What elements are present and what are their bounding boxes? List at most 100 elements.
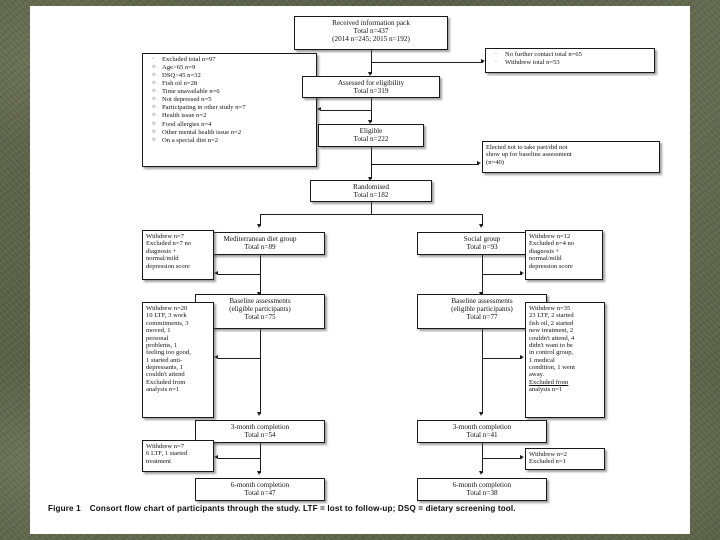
- bullet-marker: ·: [495, 51, 497, 57]
- assessed-line-1: Assessed for eligibility: [337, 79, 405, 87]
- connector-eligible-to-elected: [371, 164, 479, 165]
- bullet-marker: ·: [152, 56, 154, 62]
- list-item-label: Excluded total n=97: [162, 56, 216, 63]
- withdrew-left-1-line-5: depression score: [146, 262, 190, 270]
- withdrew-right-2-line-5: couldn't attend, 4: [529, 334, 575, 342]
- arrowhead-withdrew-right-3: [520, 455, 524, 460]
- node-social-group[interactable]: Social group Total n=93: [417, 232, 547, 255]
- list-item: ○Fish oil n=28: [152, 80, 313, 88]
- circle-marker: ○: [152, 96, 156, 103]
- three-month-right-line-2: Total n=41: [466, 431, 498, 440]
- withdrew-right-2-line-2: 23 LTF, 2 started: [529, 312, 574, 320]
- bullet-marker: ·: [495, 59, 497, 66]
- list-item: · No further contact total n=65: [495, 51, 651, 58]
- elected-line-1: Elected not to take part/did not: [486, 144, 568, 151]
- node-withdrew-left-baseline[interactable]: Withdrew n=7 Excluded n=7 no diagnosis +…: [142, 230, 214, 280]
- node-withdrew-right-3month[interactable]: Withdrew n=35 23 LTF, 2 started fish oil…: [525, 302, 605, 418]
- baseline-left-line-1: Baseline assessments: [229, 297, 291, 305]
- withdrew-left-2-line-3: commitments, 3: [146, 319, 189, 327]
- node-withdrew-left-3month[interactable]: Withdrew n=20 10 LTF, 3 work commitments…: [142, 302, 214, 418]
- circle-marker: ○: [152, 112, 156, 119]
- withdrew-left-1-line-2: Excluded n=7 no: [146, 240, 192, 248]
- node-excluded-total[interactable]: ·Excluded total n=97 ○Age>65 n=9 ○DSQ>45…: [142, 53, 317, 167]
- baseline-right-line-1: Baseline assessments: [451, 297, 513, 305]
- list-item-label: Withdrew total n=53: [505, 59, 560, 67]
- node-mediterranean-diet-group[interactable]: Mediterranean diet group Total n=89: [195, 232, 325, 255]
- baseline-right-line-2: (eligible participants): [451, 305, 513, 314]
- arrowhead-6m-right: [479, 471, 484, 475]
- withdrew-left-2-line-5: personal: [146, 334, 169, 342]
- elected-line-3: (n=40): [486, 158, 505, 166]
- node-eligible[interactable]: Eligible Total n=222: [318, 124, 424, 147]
- list-item-label: No further contact total n=65: [505, 51, 582, 58]
- eligible-line-2: Total n=222: [353, 135, 389, 144]
- consort-flow-chart: Received information pack Total n=437 (2…: [30, 6, 690, 534]
- withdrew-left-1-line-1: Withdrew n=7: [146, 233, 185, 240]
- node-received-information-pack[interactable]: Received information pack Total n=437 (2…: [294, 16, 448, 50]
- no-contact-list: · No further contact total n=65 · Withdr…: [489, 51, 651, 66]
- connector-eligible-to-randomised: [371, 147, 372, 179]
- arrowhead-withdrew-left-1: [214, 271, 218, 276]
- social-group-line-2: Total n=93: [466, 243, 498, 252]
- circle-marker: ○: [152, 120, 156, 127]
- connector-to-social-group: [482, 214, 483, 226]
- list-item-label: DSQ>45 n=32: [162, 72, 201, 80]
- node-withdrew-right-baseline[interactable]: Withdrew n=12 Excluded n=4 no diagnosis …: [525, 230, 603, 280]
- node-elected-not-to-take-part[interactable]: Elected not to take part/did not show up…: [482, 141, 660, 173]
- withdrew-right-2-line-11: Excluded from: [529, 378, 569, 386]
- node-6month-completion-left[interactable]: 6-month completion Total n=47: [195, 478, 325, 501]
- list-item: ○On a special diet n=2: [152, 137, 313, 144]
- node-baseline-assessments-left[interactable]: Baseline assessments (eligible participa…: [195, 294, 325, 329]
- list-item: ○Time unavailable n=6: [152, 88, 313, 96]
- withdrew-right-2-line-8: 1 medical: [529, 356, 555, 364]
- list-item-label: Fish oil n=28: [162, 80, 198, 88]
- withdrew-left-1-line-4: normal/mild: [146, 255, 179, 263]
- node-6month-completion-right[interactable]: 6-month completion Total n=38: [417, 478, 547, 501]
- arrowhead-randomised: [368, 177, 373, 181]
- received-line-1: Received information pack: [332, 19, 410, 27]
- list-item: ○Not depressed n=5: [152, 96, 313, 103]
- withdrew-left-2-line-11: Excluded from: [146, 378, 186, 386]
- arrowhead-assessed: [368, 72, 373, 76]
- six-month-left-line-2: Total n=47: [244, 489, 276, 498]
- arrowhead-eligible: [368, 120, 373, 124]
- list-item: ○Food allergies n=4: [152, 121, 313, 128]
- circle-marker: ○: [152, 64, 156, 71]
- connector-baselineR-to-3m: [482, 329, 483, 414]
- node-assessed-for-eligibility[interactable]: Assessed for eligibility Total n=319: [302, 76, 440, 98]
- node-withdrew-right-6month[interactable]: Withdrew n=2 Excluded n=1: [525, 448, 605, 470]
- withdrew-left-2-line-4: moved, 1: [146, 327, 171, 335]
- circle-marker: ○: [152, 136, 156, 143]
- list-item: ○Other mental health issue n=2: [152, 129, 313, 136]
- baseline-left-line-3: Total n=75: [244, 313, 276, 322]
- circle-marker: ○: [152, 72, 156, 79]
- node-3month-completion-right[interactable]: 3-month completion Total n=41: [417, 420, 547, 443]
- node-withdrew-left-6month[interactable]: Withdrew n=7 6 LTF, 1 started treatment: [142, 440, 214, 472]
- randomised-line-1: Randomised: [353, 183, 389, 191]
- connector-social-to-withdrew1: [482, 274, 522, 275]
- withdrew-left-2-line-12: analysis n=1: [146, 386, 180, 394]
- connector-to-med-group: [260, 214, 261, 226]
- withdrew-left-2-line-10: couldn't attend: [146, 371, 185, 379]
- six-month-right-line-2: Total n=38: [466, 489, 498, 498]
- elected-line-2: show up for baseline assessment: [486, 151, 572, 159]
- med-group-line-1: Mediterranean diet group: [223, 235, 297, 243]
- withdrew-left-2-line-6: problems, 1: [146, 341, 178, 349]
- withdrew-left-2-line-9: depressants, 1: [146, 364, 183, 371]
- withdrew-right-2-line-12: analysis n=1: [529, 386, 563, 394]
- list-item: ○Health issue n=2: [152, 112, 313, 119]
- connector-baselineL-to-3m: [260, 329, 261, 414]
- arrowhead-nocontact: [481, 59, 485, 64]
- node-randomised[interactable]: Randomised Total n=182: [310, 180, 432, 202]
- list-item-label: Time unavailable n=6: [162, 88, 220, 96]
- node-3month-completion-left[interactable]: 3-month completion Total n=54: [195, 420, 325, 443]
- eligible-line-1: Eligible: [359, 127, 383, 135]
- three-month-right-line-1: 3-month completion: [452, 423, 512, 431]
- node-no-further-contact[interactable]: · No further contact total n=65 · Withdr…: [485, 48, 655, 73]
- arrowhead-withdrew-left-3: [214, 455, 218, 460]
- connector-3mL-to-6m: [260, 443, 261, 473]
- randomised-line-2: Total n=182: [353, 191, 389, 200]
- connector-randomised-stem: [371, 202, 372, 214]
- connector-baselineR-to-withdrew2: [482, 358, 522, 359]
- excluded-list: ·Excluded total n=97 ○Age>65 n=9 ○DSQ>45…: [146, 56, 313, 144]
